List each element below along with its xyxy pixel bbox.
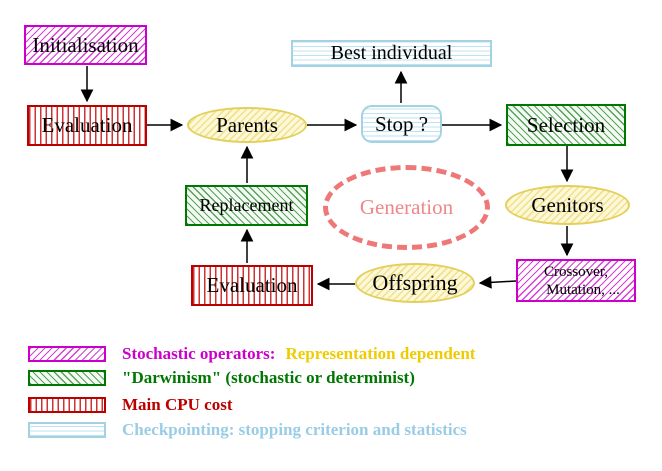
legend-item-main-cpu-cost: Main CPU cost (28, 394, 232, 416)
node-replacement: Replacement (185, 185, 308, 226)
node-evaluation-bottom: Evaluation (191, 265, 313, 306)
node-generation-label: Generation (359, 195, 454, 219)
legend-item-darwinism: "Darwinism" (stochastic or determinist) (28, 367, 415, 389)
node-evaluation-top-label: Evaluation (41, 113, 133, 137)
legend-label: Stochastic operators: (122, 344, 276, 363)
node-crossover-line1: Crossover, (544, 263, 608, 280)
node-stop: Stop ? (361, 105, 442, 143)
arrow-crossover-to-offspring (478, 275, 517, 289)
node-stop-label: Stop ? (374, 111, 429, 136)
node-offspring-label: Offspring (372, 270, 458, 295)
cyan-horizontal-lines-swatch (28, 422, 106, 438)
node-parents: Parents (187, 107, 307, 143)
node-genitors-label: Genitors (531, 192, 604, 217)
node-initialisation: Initialisation (24, 25, 147, 65)
node-parents-label: Parents (216, 112, 278, 137)
node-best-individual-label: Best individual (330, 42, 453, 64)
node-offspring: Offspring (355, 263, 475, 303)
legend-label: "Darwinism" (stochastic or determinist) (122, 368, 415, 387)
node-selection-label: Selection (526, 112, 606, 137)
legend-label: Checkpointing: stopping criterion and st… (122, 420, 467, 439)
node-crossover-line2: Mutation, ... (546, 281, 620, 298)
legend-label: Main CPU cost (122, 395, 233, 414)
legend-label-secondary: Representation dependent (285, 344, 476, 363)
node-evaluation-top: Evaluation (27, 105, 147, 146)
node-replacement-label: Replacement (199, 195, 294, 215)
red-vertical-lines-swatch (28, 397, 106, 413)
node-evaluation-bottom-label: Evaluation (206, 273, 298, 297)
node-generation-loop: Generation (323, 165, 490, 250)
node-initialisation-label: Initialisation (32, 32, 139, 57)
node-genitors: Genitors (505, 185, 630, 225)
node-crossover-mutation: Crossover, Mutation, ... (516, 259, 636, 302)
legend-item-checkpointing: Checkpointing: stopping criterion and st… (28, 419, 467, 441)
node-selection: Selection (506, 104, 626, 146)
legend-item-stochastic-operators: Stochastic operators: Representation dep… (28, 343, 475, 365)
magenta-diagonal-hatch-swatch (28, 346, 106, 362)
green-diagonal-hatch-swatch (28, 370, 106, 386)
node-best-individual: Best individual (291, 40, 492, 67)
